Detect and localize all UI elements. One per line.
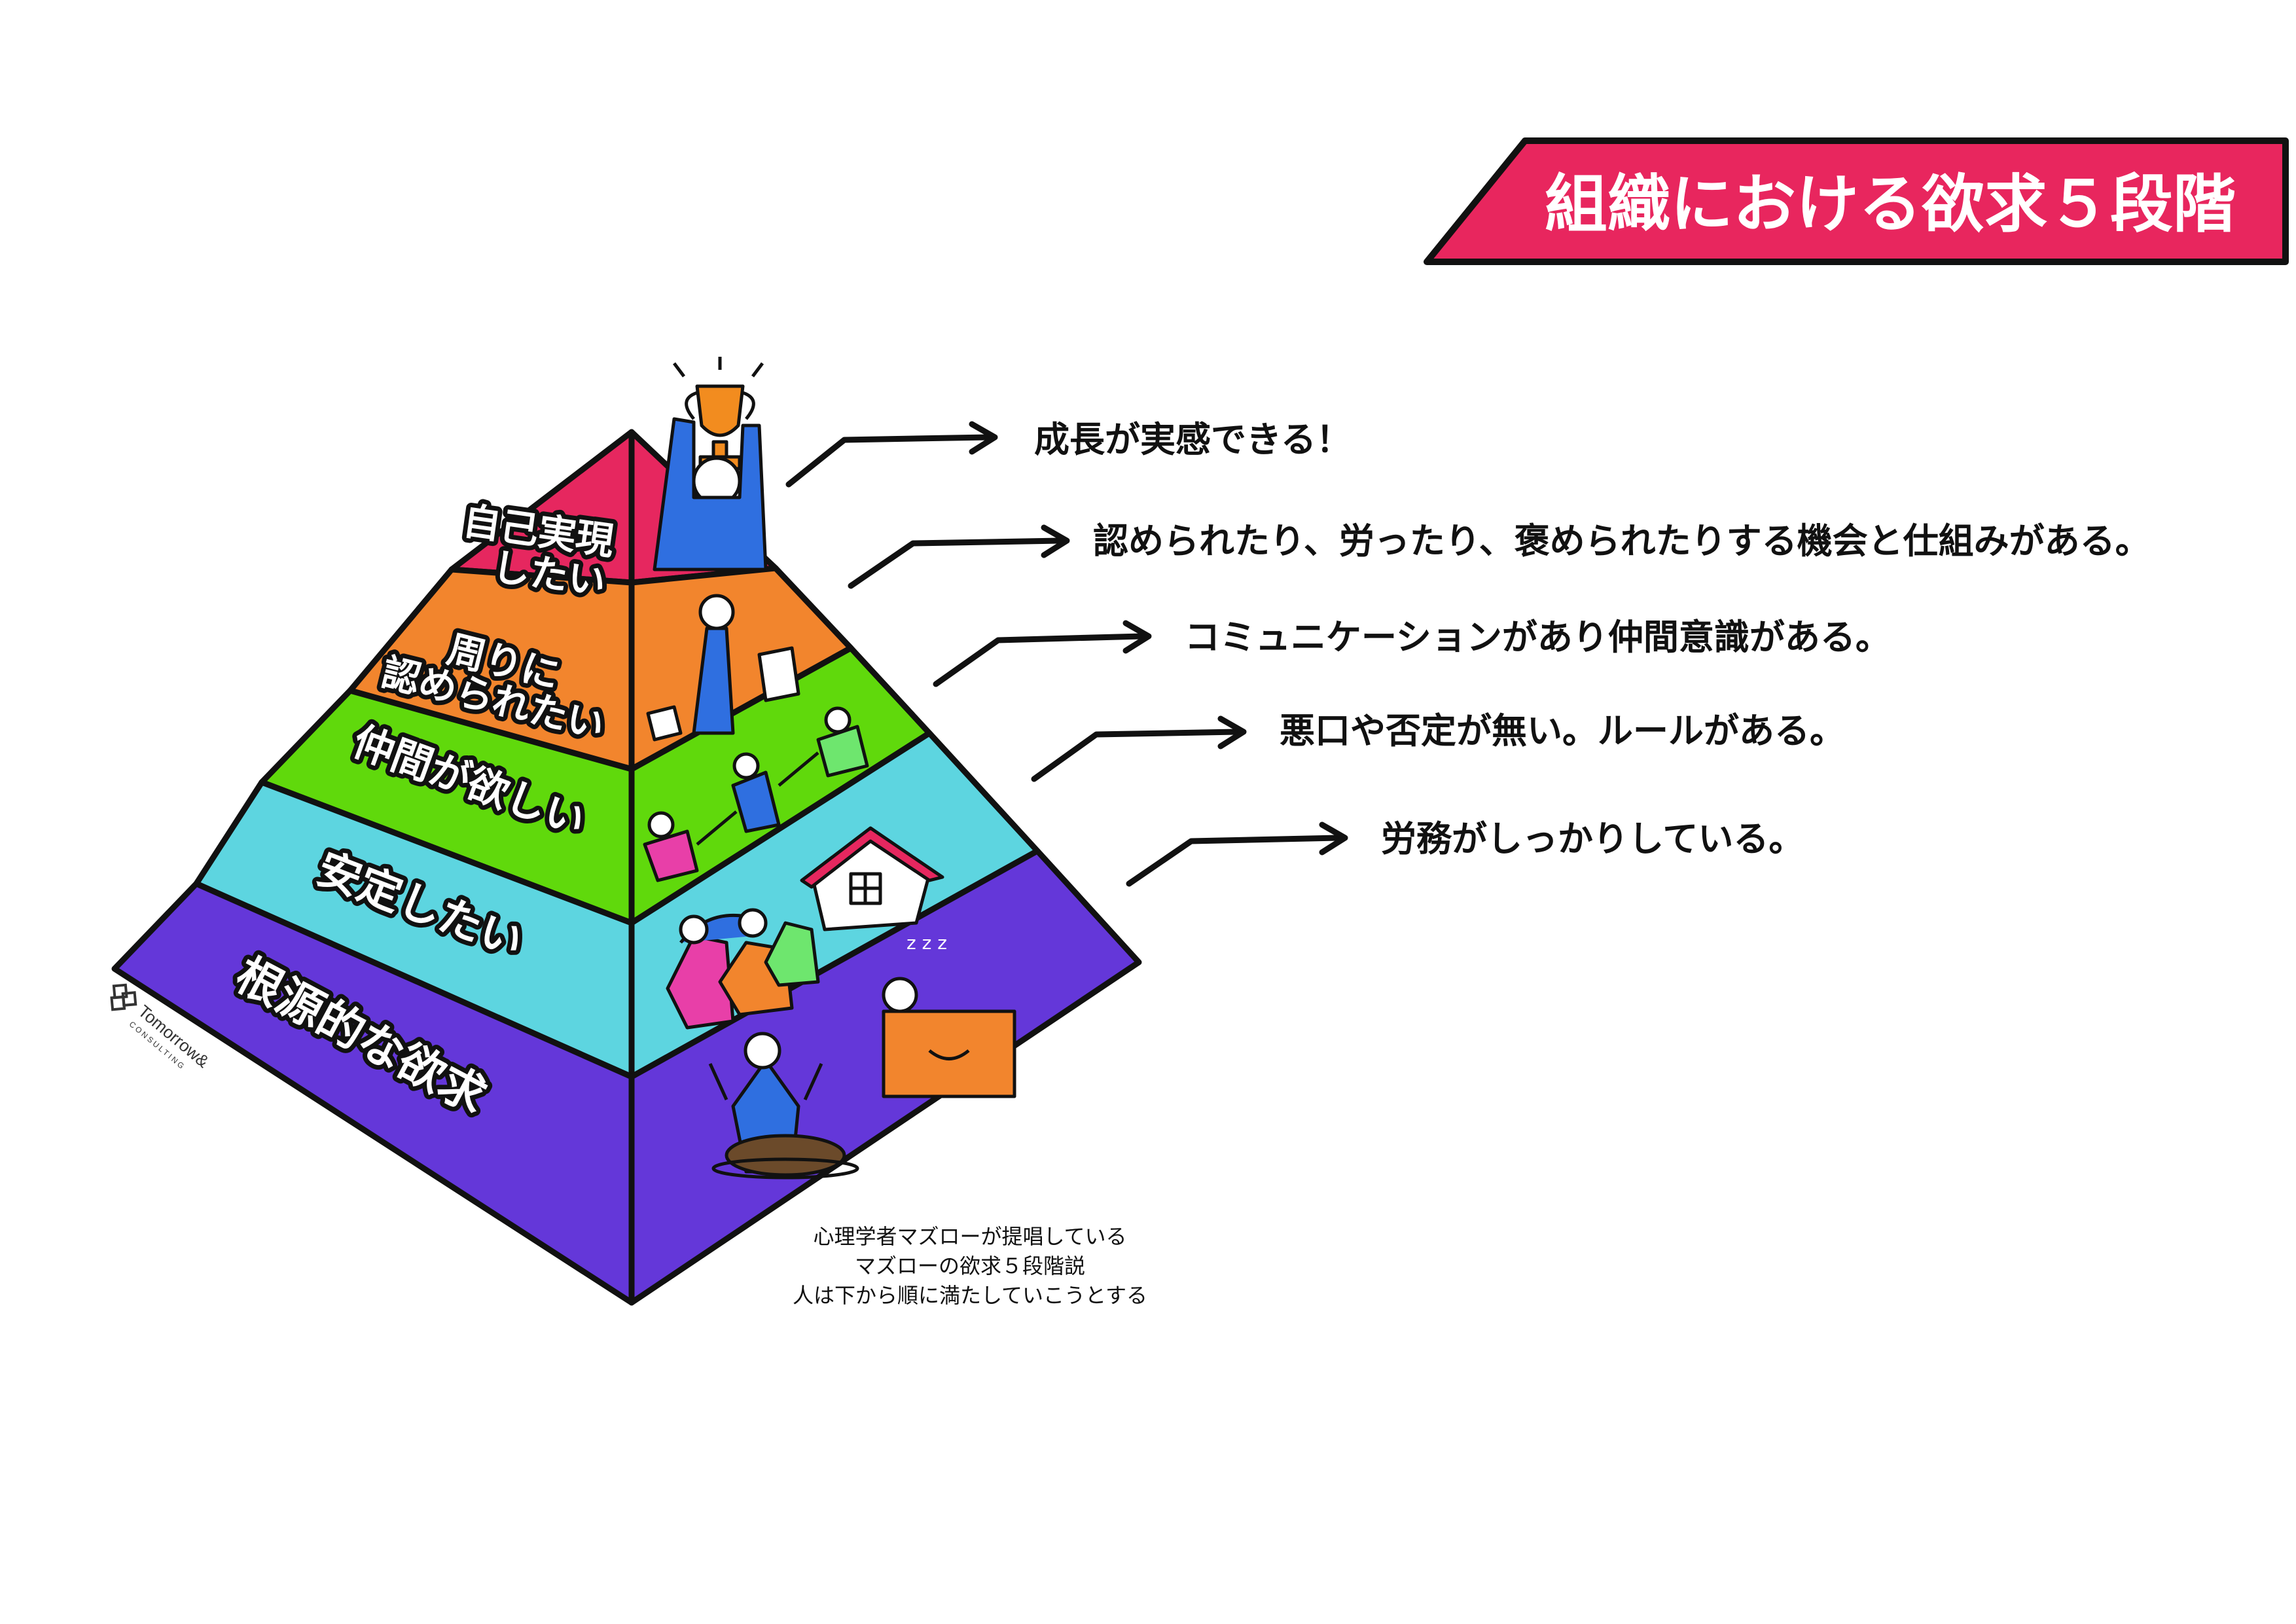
page-title: 組織における欲求５段階 <box>1545 168 2236 241</box>
arrows <box>785 421 1348 887</box>
note-line-3: 人は下から順に満たしていこうとする <box>793 1283 1147 1308</box>
title-banner: 組織における欲求５段階 <box>1424 137 2289 265</box>
sleep-icon: z z z <box>882 932 1016 1098</box>
arrow-2 <box>848 524 1070 589</box>
title-banner-bg <box>1424 137 2289 265</box>
meal-icon <box>708 1032 859 1180</box>
layer-5-description: 労務がしっかりしている。 <box>1381 818 1804 859</box>
family-icon <box>666 908 820 1030</box>
person-icon <box>653 417 768 571</box>
arrow-4 <box>1031 715 1247 782</box>
illustrations: z z z <box>643 357 1016 1180</box>
layer-4-description: 悪口や否定が無い。ルールがある。 <box>1280 710 1845 751</box>
logo-icon <box>110 983 137 1011</box>
arrow-5 <box>1126 821 1348 887</box>
handshake-icon <box>643 706 869 882</box>
note-line-2: マズローの欲求５段階説 <box>855 1254 1085 1278</box>
colleagues-icon <box>646 594 800 742</box>
note-line-1: 心理学者マズローが提唱している <box>813 1224 1126 1249</box>
arrow-3 <box>933 620 1152 687</box>
arrow-1 <box>785 421 998 488</box>
descriptions: 成長が実感できる！ 認められたり、労ったり、褒められたりする機会と仕組みがある。… <box>1034 419 2151 859</box>
footnote: 心理学者マズローが提唱している マズローの欲求５段階説 人は下から順に満たしてい… <box>793 1224 1147 1308</box>
pyramid <box>111 429 1142 1306</box>
svg-text:z z z: z z z <box>906 932 947 954</box>
layer-2-description: 認められたり、労ったり、褒められたりする機会と仕組みがある。 <box>1093 520 2151 562</box>
house-icon <box>800 826 944 931</box>
layer-1-description: 成長が実感できる！ <box>1034 419 1352 460</box>
layer-3-description: コミュニケーションがあり仲間意識がある。 <box>1185 617 1891 658</box>
